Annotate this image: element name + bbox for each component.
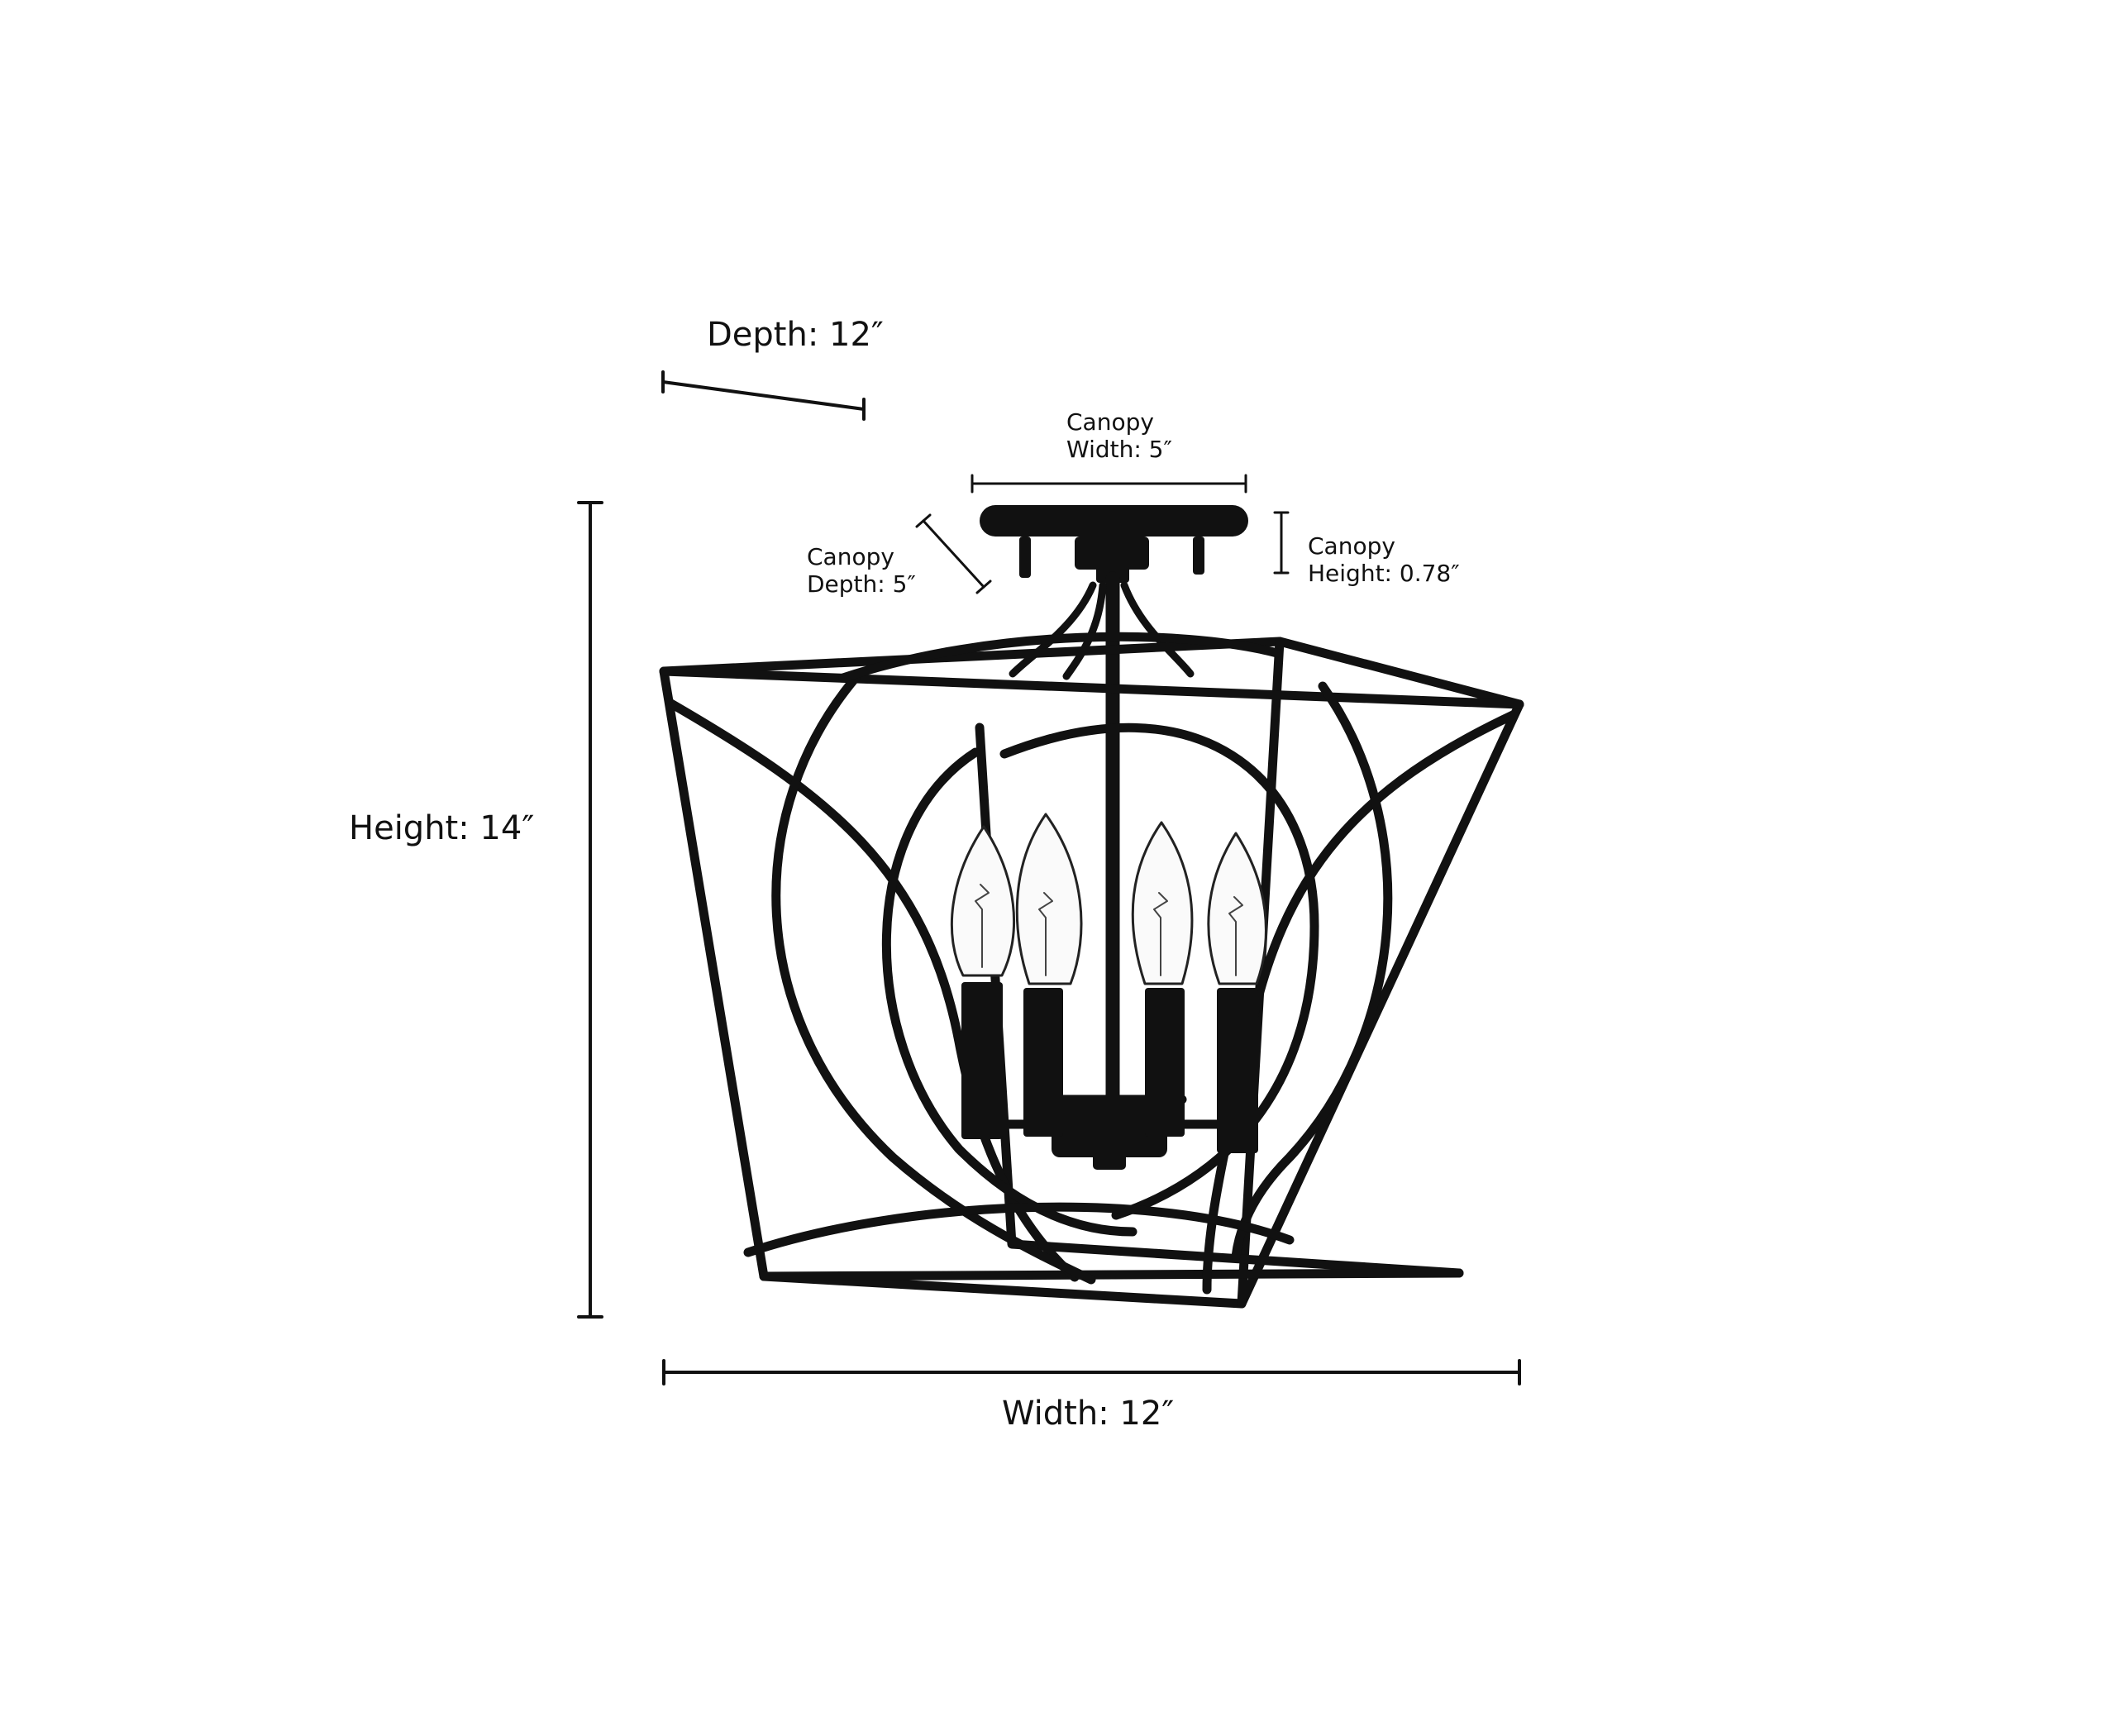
lantern-ceiling-light-icon <box>659 505 1524 1309</box>
bulb-1 <box>950 825 1016 977</box>
canopy-width-dimension-line <box>971 474 1247 494</box>
canopy-height-label-line-2: Height: 0.78″ <box>1308 560 1460 587</box>
cage-arcs <box>665 632 1518 1295</box>
canopy-height-label-line-1: Canopy <box>1308 532 1395 560</box>
cage-frame <box>659 637 1524 1309</box>
canopy-height-dimension-line <box>1273 511 1290 575</box>
canopy-height-label: Canopy Height: 0.78″ <box>1308 532 1460 587</box>
canopy-width-label-line-1: Canopy <box>1066 408 1154 436</box>
canopy-width-label-line-2: Width: 5″ <box>1066 436 1172 463</box>
canopy <box>980 505 1248 583</box>
height-dimension-line <box>577 501 603 1319</box>
bulb-filaments <box>975 884 1243 976</box>
canopy-depth-dimension-line <box>915 513 992 594</box>
width-dimension-line <box>662 1359 1521 1385</box>
canopy-depth-label-line-1: Canopy <box>807 543 894 570</box>
dimension-lines <box>577 370 1521 1385</box>
canopy-width-label: Canopy Width: 5″ <box>1066 408 1172 463</box>
depth-label: Depth: 12″ <box>707 316 884 354</box>
width-label: Width: 12″ <box>1002 1395 1175 1433</box>
height-label: Height: 14″ <box>349 809 535 847</box>
canopy-depth-label: Canopy Depth: 5″ <box>807 543 916 598</box>
canopy-depth-label-line-2: Depth: 5″ <box>807 570 916 598</box>
candle-sleeves <box>961 982 1258 1153</box>
cluster-body <box>1052 1099 1167 1157</box>
depth-dimension-line <box>661 370 866 421</box>
